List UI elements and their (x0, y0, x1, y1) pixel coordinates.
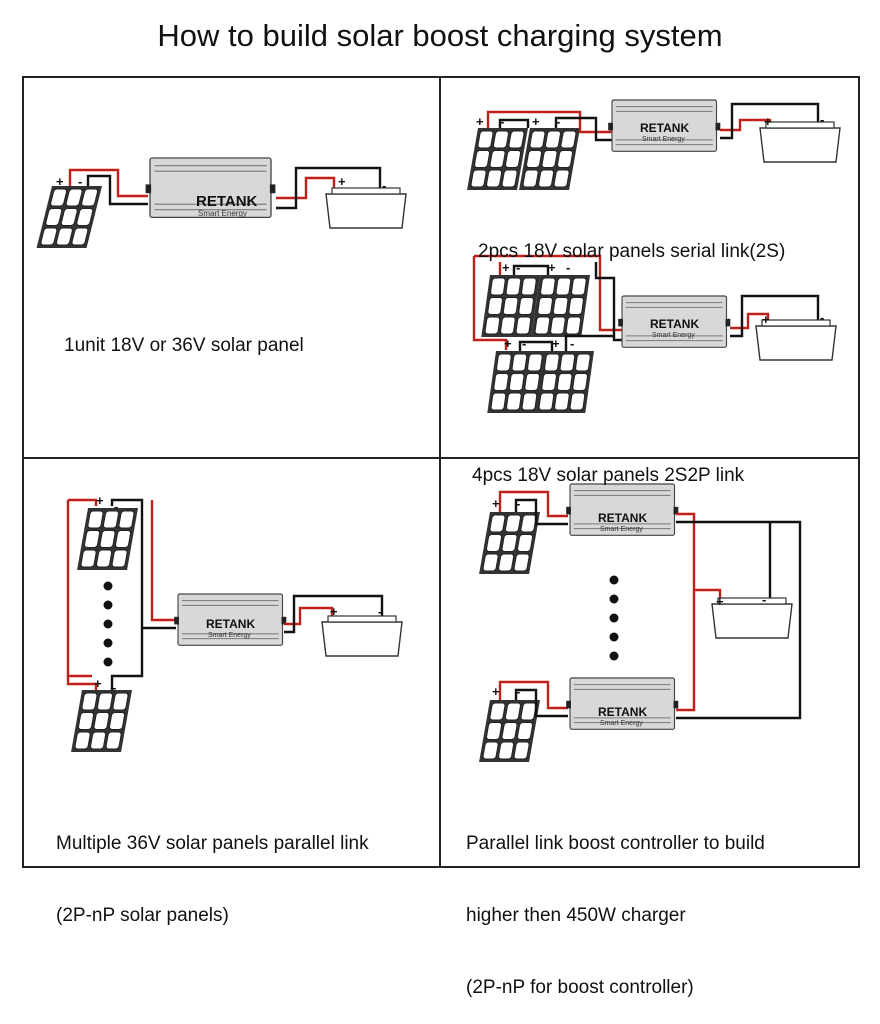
wiring-diagrams (36, 99, 841, 763)
plus-sign: + (762, 312, 770, 327)
minus-sign: - (566, 260, 570, 275)
caption-line: higher then 450W charger (466, 905, 686, 926)
plus-sign: + (94, 676, 102, 691)
plus-sign: + (330, 604, 338, 619)
minus-sign: - (500, 114, 504, 129)
plus-sign: + (502, 260, 510, 275)
minus-sign: - (378, 604, 382, 619)
plus-sign: + (532, 114, 540, 129)
minus-sign: - (112, 680, 116, 695)
plus-sign: + (504, 336, 512, 351)
diagram-frame (22, 76, 860, 868)
caption-line: Parallel link boost controller to build (466, 833, 765, 854)
section-2s2p-diagram (472, 254, 837, 414)
caption-line: (2P-nP for boost controller) (466, 977, 694, 998)
brand-logo: RETANK (650, 317, 699, 331)
caption-2s2p: 4pcs 18V solar panels 2S2P link (472, 416, 744, 512)
section-parallel-panels-diagram (66, 498, 403, 753)
brand-logo: RETANK (206, 617, 255, 631)
caption-line: 4pcs 18V solar panels 2S2P link (472, 465, 745, 486)
minus-sign: - (516, 260, 520, 275)
brand-logo: RETANK (598, 511, 647, 525)
section-serial-diagram (466, 99, 841, 191)
brand-tagline: Smart Energy (642, 136, 685, 143)
minus-sign: - (516, 496, 520, 511)
labels-layer: RETANK Smart Energy + - + - RETANK Smart… (56, 112, 824, 727)
minus-sign: - (516, 684, 520, 699)
minus-sign: - (78, 174, 82, 189)
brand-tagline: Smart Energy (198, 209, 247, 218)
brand-logo: RETANK (598, 705, 647, 719)
minus-sign: - (382, 178, 386, 193)
grid-divider-vertical (439, 76, 441, 868)
brand-logo: RETANK (196, 193, 258, 210)
plus-sign: + (548, 260, 556, 275)
grid-divider-horizontal (22, 457, 860, 459)
plus-sign: + (552, 336, 560, 351)
minus-sign: - (820, 310, 824, 325)
plus-sign: + (56, 174, 64, 189)
plus-sign: + (764, 114, 772, 129)
plus-sign: + (96, 493, 104, 508)
brand-tagline: Smart Energy (600, 720, 643, 727)
page-title: How to build solar boost charging system (157, 18, 723, 53)
brand-tagline: Smart Energy (208, 632, 251, 639)
brand-logo: RETANK (640, 121, 689, 135)
caption-line: (2P-nP solar panels) (56, 905, 229, 926)
minus-sign: - (762, 592, 766, 607)
minus-sign: - (820, 112, 824, 127)
caption-parallel-panels: Multiple 36V solar panels parallel link … (56, 784, 369, 952)
section-parallel-controllers-diagram (478, 483, 802, 763)
caption-parallel-controllers: Parallel link boost controller to build … (466, 784, 765, 1024)
plus-sign: + (492, 684, 500, 699)
plus-sign: + (716, 594, 724, 609)
section-single-diagram (36, 157, 407, 249)
minus-sign: - (570, 336, 574, 351)
minus-sign: - (114, 499, 118, 514)
plus-sign: + (476, 114, 484, 129)
caption-line: 1unit 18V or 36V solar panel (64, 335, 304, 356)
plus-sign: + (338, 174, 346, 189)
caption-serial: 2pcs 18V solar panels serial link(2S) (478, 192, 785, 288)
caption-line: 2pcs 18V solar panels serial link(2S) (478, 241, 786, 262)
caption-single: 1unit 18V or 36V solar panel (64, 286, 304, 382)
minus-sign: - (522, 336, 526, 351)
minus-sign: - (556, 114, 560, 129)
brand-tagline: Smart Energy (600, 526, 643, 533)
plus-sign: + (492, 496, 500, 511)
brand-tagline: Smart Energy (652, 332, 695, 339)
caption-line: Multiple 36V solar panels parallel link (56, 833, 369, 854)
